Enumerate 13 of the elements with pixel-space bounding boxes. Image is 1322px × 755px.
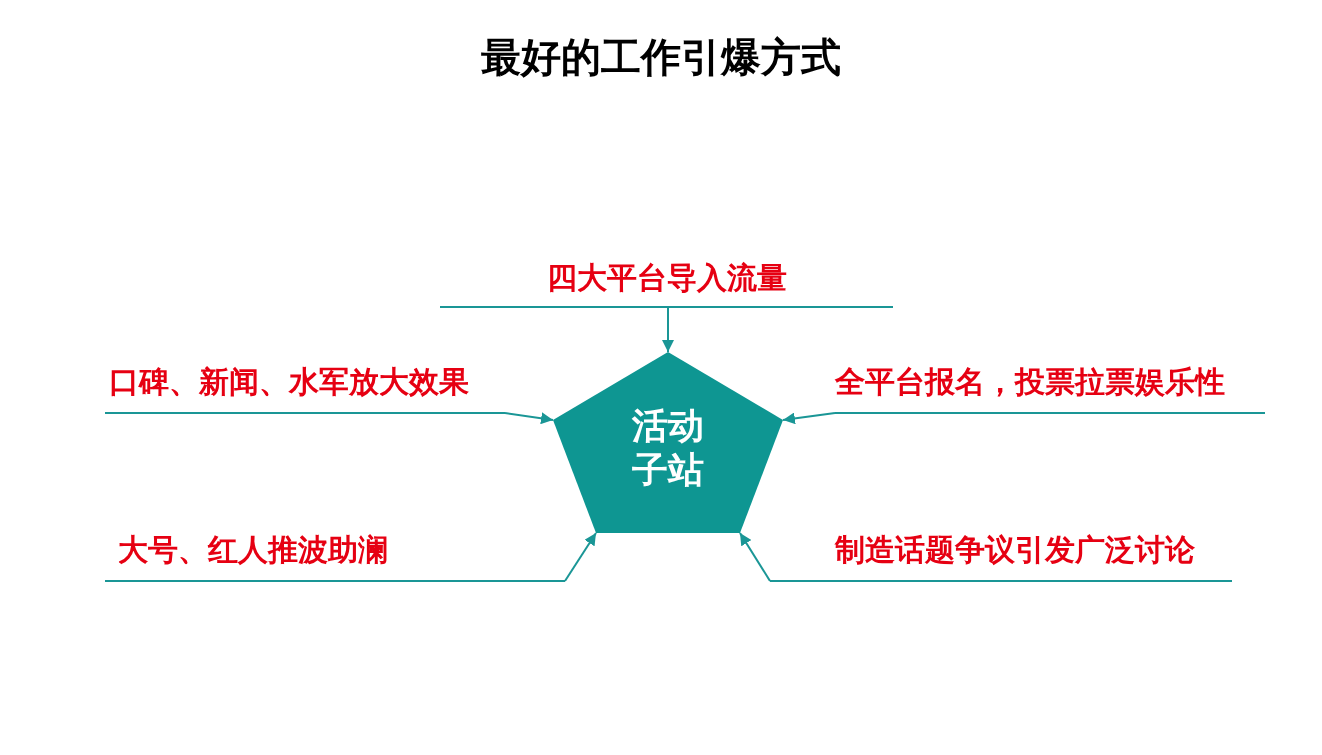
title: 最好的工作引爆方式 <box>480 33 842 82</box>
arrow <box>564 532 597 582</box>
pentagon-node <box>553 352 783 533</box>
arrow <box>739 532 771 582</box>
arrow <box>662 307 674 353</box>
node-label: 活动子站 <box>631 404 705 492</box>
underlined-label: 全平台报名，投票拉票娱乐性 <box>835 362 1265 414</box>
underlined-label: 制造话题争议引发广泛讨论 <box>770 530 1232 582</box>
arrow <box>504 412 554 425</box>
arrow <box>782 412 836 425</box>
underlined-label: 口碑、新闻、水军放大效果 <box>105 362 505 414</box>
underlined-label: 大号、红人推波助澜 <box>105 530 565 582</box>
underlined-label: 四大平台导入流量 <box>440 258 893 308</box>
